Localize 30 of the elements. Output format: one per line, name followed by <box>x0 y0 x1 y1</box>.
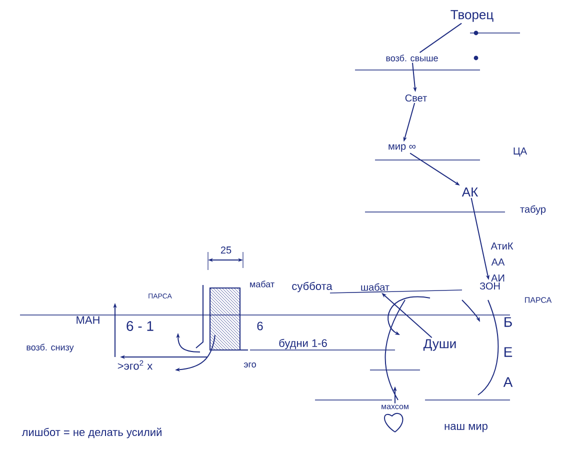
label: 6 - 1 <box>126 321 154 331</box>
label: будни 1-6 <box>279 338 327 350</box>
label: наш мир <box>444 424 488 432</box>
label: 25 <box>220 246 232 254</box>
node-text: АК <box>462 188 478 196</box>
label: А <box>503 377 513 387</box>
label: Б <box>504 317 512 327</box>
node-text: мир ∞ <box>388 144 416 152</box>
label: >эго$^{2}$ x <box>118 360 153 370</box>
label: АИ <box>491 274 504 282</box>
label: табур <box>520 205 546 215</box>
label: возб. снизу <box>26 344 74 352</box>
label: Е <box>504 347 512 357</box>
label: суббота <box>292 282 332 292</box>
label: ЦА <box>514 148 528 156</box>
label: АтиК <box>490 242 514 250</box>
node-text: ЗОН <box>480 282 500 290</box>
label: 6 <box>257 322 263 330</box>
label: эго <box>244 362 256 368</box>
node-text: возб. свыше <box>386 54 438 62</box>
node-text: Творец <box>450 10 494 22</box>
label: мабат <box>250 280 274 288</box>
label: АА <box>491 258 505 266</box>
node-text: Свет <box>405 94 427 102</box>
node-text: Души <box>423 339 456 351</box>
node-text: шабат <box>361 283 390 291</box>
label: ПАРСА <box>525 297 552 303</box>
label: МАН <box>76 316 100 324</box>
label: лишбот = не делать усилий <box>22 428 162 438</box>
node-text: махсом <box>382 404 408 410</box>
